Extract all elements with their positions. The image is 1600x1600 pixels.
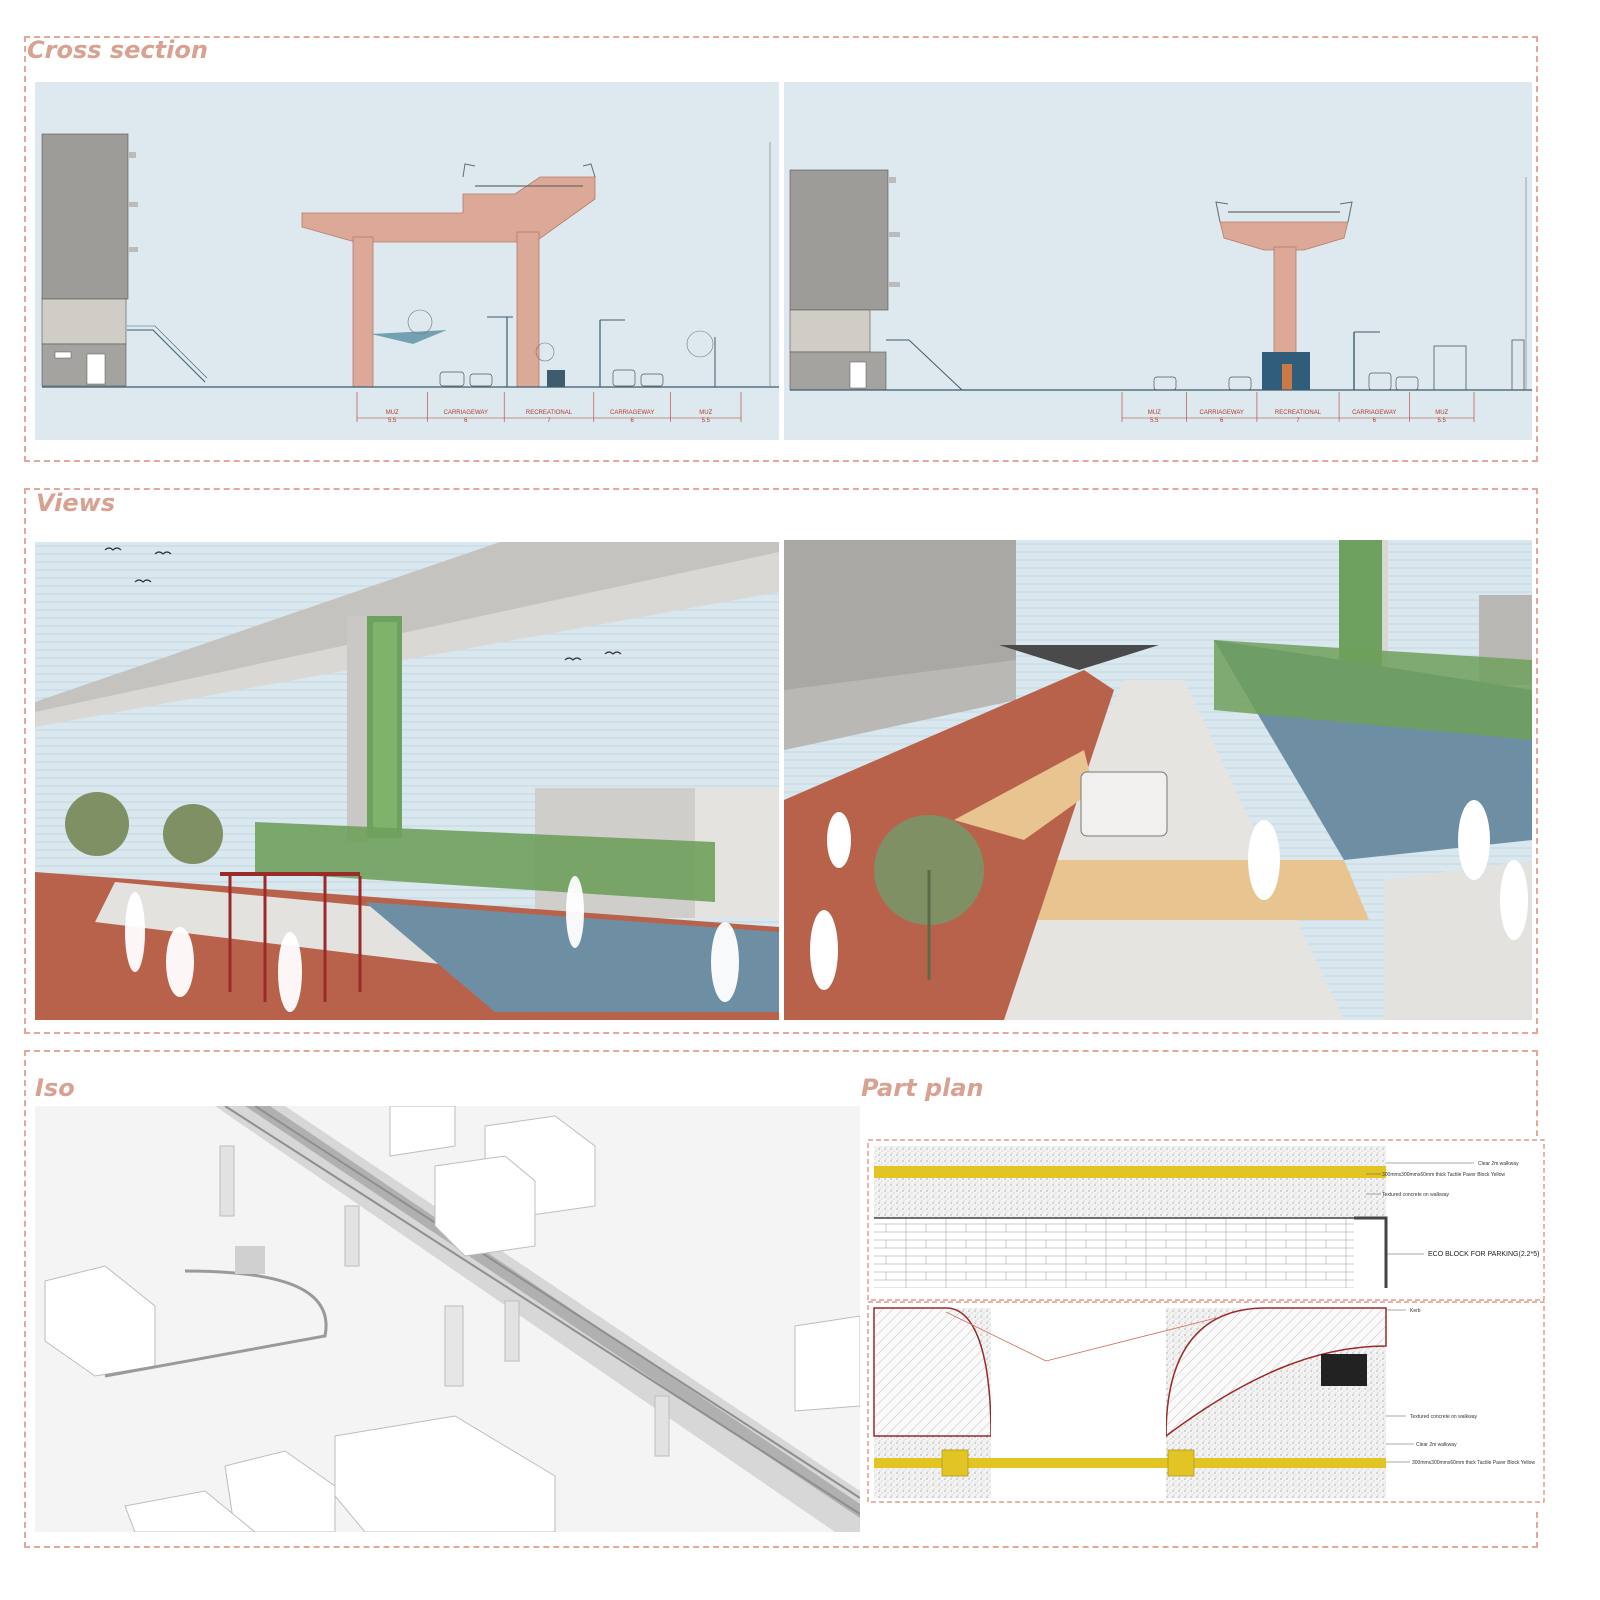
cross-section-title: Cross section [27, 36, 208, 64]
cs-right-zone-label: CARRIAGEWAY [1200, 410, 1244, 416]
cs-left-zone-dimension: 5.5 [702, 418, 711, 424]
note-textured-bottom: Textured concrete on walkway [1410, 1414, 1477, 1420]
part-plan: Clear 2m walkway 300mmx300mmx60mm thick … [866, 1136, 1546, 1508]
cs-left-zone-label: CARRIAGEWAY [444, 410, 488, 416]
cs-right-zone-label: CARRIAGEWAY [1352, 410, 1396, 416]
part-plan-title: Part plan [861, 1074, 984, 1102]
cs-left-zone-dimension: 7 [547, 418, 551, 424]
cross-section-right-drawing: MUZ 5.5 CARRIAGEWAY 6 RECREATIONAL 7 CARRIAGEW… [789, 169, 1532, 424]
view-right [784, 540, 1532, 1020]
cs-right-zone-label: MUZ [1148, 410, 1161, 416]
views-frame [24, 488, 1538, 1034]
view-right-drawing [784, 540, 1532, 1020]
cs-right-zone-label: MUZ [1435, 410, 1448, 416]
cs-right-zone-dimension: 5.5 [1150, 418, 1159, 424]
cross-section-right: MUZ 5.5 CARRIAGEWAY 6 RECREATIONAL 7 CARRIAGEW… [784, 82, 1532, 440]
cross-section-left-drawing: MUZ 5.5 CARRIAGEWAY 6 RECREATIONAL 7 CARRIAGEW… [41, 133, 779, 424]
cs-left-zone-dimension: 6 [631, 418, 635, 424]
note-kerb: Kerb [1410, 1308, 1421, 1314]
note-tactile-bottom: 300mmx300mmx60mm thick Tactile Paver Blo… [1412, 1460, 1535, 1466]
iso-drawing [44, 1106, 860, 1532]
cs-right-zone-dimension: 6 [1220, 418, 1224, 424]
cs-right-zone-dimension: 6 [1373, 418, 1377, 424]
cs-left-zone-dimension: 5.5 [388, 418, 397, 424]
cs-left-zone-label: MUZ [386, 410, 399, 416]
cross-section-right-dimensions: MUZ 5.5 CARRIAGEWAY 6 RECREATIONAL 7 CARRIAGEW… [1121, 392, 1475, 424]
note-clear-walkway-bottom: Clear 2m walkway [1416, 1442, 1457, 1448]
cross-section-frame [24, 36, 1538, 462]
note-textured-top: Textured concrete on walkway [1382, 1192, 1449, 1198]
cs-left-zone-label: MUZ [699, 410, 712, 416]
cs-left-zone-label: RECREATIONAL [526, 410, 573, 416]
cs-right-zone-dimension: 5.5 [1438, 418, 1447, 424]
part-plan-drawing: Clear 2m walkway 300mmx300mmx60mm thick … [867, 1139, 1545, 1503]
view-left-drawing [35, 542, 779, 1020]
note-eco-block: ECO BLOCK FOR PARKING(2.2*5) [1428, 1251, 1540, 1258]
note-tactile-top: 300mmx300mmx60mm thick Tactile Paver Blo… [1382, 1172, 1505, 1178]
iso-title: Iso [35, 1074, 75, 1102]
view-left [35, 542, 779, 1020]
cs-right-zone-label: RECREATIONAL [1275, 410, 1322, 416]
views-title: Views [36, 489, 116, 517]
cross-section-left: MUZ 5.5 CARRIAGEWAY 6 RECREATIONAL 7 CARRIAGEW… [35, 82, 779, 440]
iso-view [35, 1106, 860, 1532]
note-clear-walkway-top: Clear 2m walkway [1478, 1161, 1519, 1167]
cs-right-zone-dimension: 7 [1296, 418, 1300, 424]
cs-left-zone-label: CARRIAGEWAY [610, 410, 654, 416]
cross-section-left-dimensions: MUZ 5.5 CARRIAGEWAY 6 RECREATIONAL 7 CARRIAGEW… [356, 392, 742, 424]
cs-left-zone-dimension: 6 [464, 418, 468, 424]
